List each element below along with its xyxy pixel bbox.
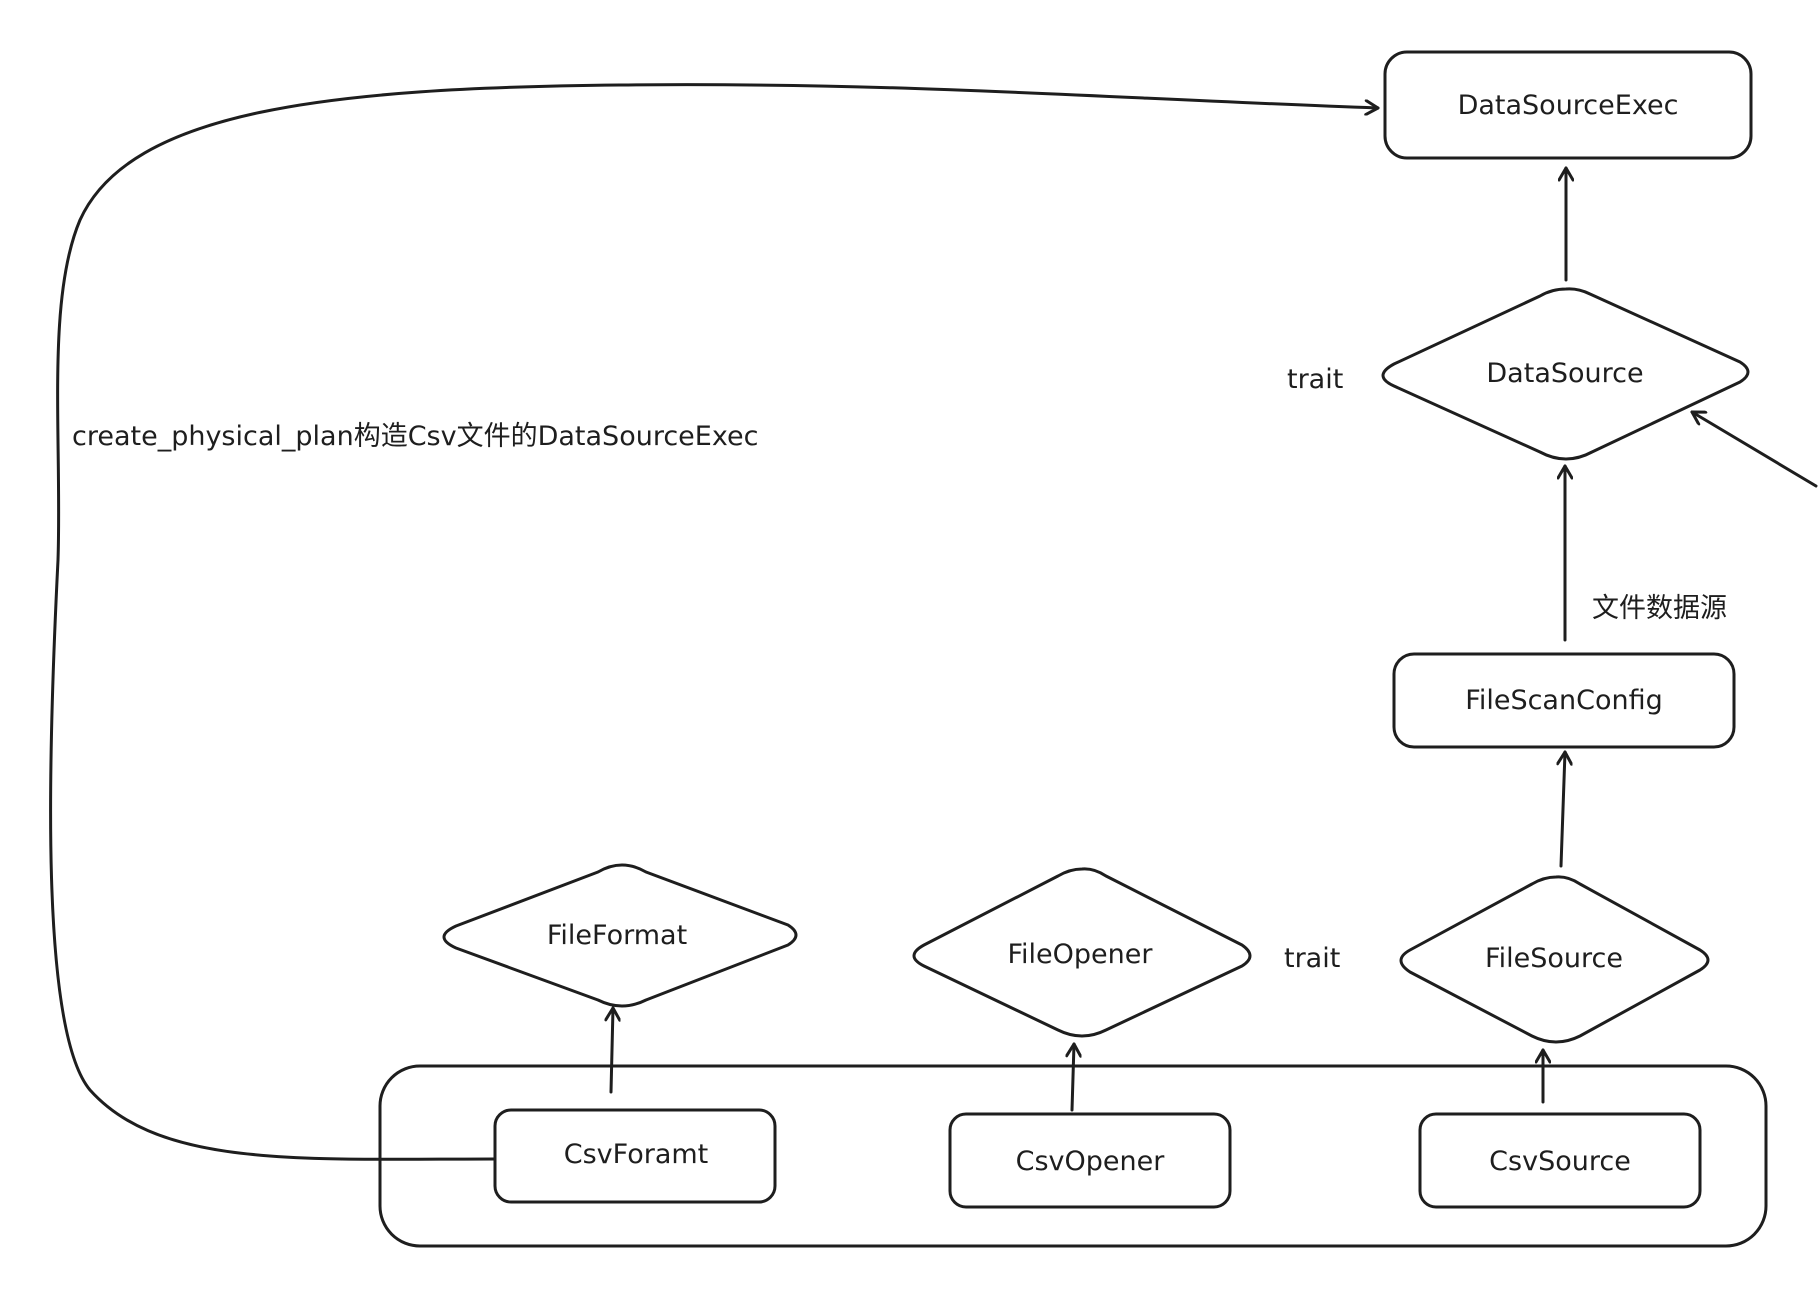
file-format-diamond	[442, 863, 798, 1008]
file-scan-config-box	[1392, 652, 1736, 749]
csv-opener-label: CsvOpener	[1016, 1146, 1166, 1177]
datasource-exec-box	[1383, 50, 1753, 160]
edge-csv-opener-to-file-opener	[1072, 1042, 1074, 1112]
node-file-source: FileSource	[1399, 875, 1710, 1044]
edge-csv-format-to-datasource-exec	[49, 83, 1380, 1161]
edge-file-source-to-file-scan-config	[1561, 750, 1565, 868]
node-csv-format: CsvForamt	[493, 1108, 777, 1204]
file-datasource-label: 文件数据源	[1592, 593, 1727, 624]
datasource-exec-label: DataSourceExec	[1458, 90, 1679, 121]
datasource-label: DataSource	[1486, 358, 1643, 389]
file-scan-config-label: FileScanConfig	[1465, 685, 1662, 716]
create-physical-plan-label: create_physical_plan构造Csv文件的DataSourceEx…	[72, 421, 758, 452]
node-file-format: FileFormat	[442, 863, 798, 1008]
csv-format-box	[493, 1108, 777, 1204]
csv-source-box	[1418, 1112, 1702, 1209]
node-csv-opener: CsvOpener	[948, 1112, 1232, 1209]
file-opener-diamond	[912, 867, 1252, 1038]
csv-format-label: CsvForamt	[564, 1139, 709, 1170]
file-format-label: FileFormat	[547, 920, 687, 951]
edge-offscreen-to-datasource	[1690, 410, 1818, 488]
edge-csv-format-to-file-format	[611, 1006, 613, 1094]
node-file-scan-config: FileScanConfig	[1392, 652, 1736, 749]
file-source-diamond	[1399, 875, 1710, 1044]
file-opener-label: FileOpener	[1007, 939, 1153, 970]
datasource-diamond	[1381, 287, 1750, 461]
csv-source-label: CsvSource	[1489, 1146, 1631, 1177]
csv-opener-box	[948, 1112, 1232, 1209]
trait-label-datasource: trait	[1287, 364, 1343, 395]
file-source-label: FileSource	[1485, 943, 1623, 974]
node-datasource: DataSource	[1381, 287, 1750, 461]
trait-label-filesource: trait	[1284, 943, 1340, 974]
node-csv-source: CsvSource	[1418, 1112, 1702, 1209]
node-datasource-exec: DataSourceExec	[1383, 50, 1753, 160]
node-file-opener: FileOpener	[912, 867, 1252, 1038]
